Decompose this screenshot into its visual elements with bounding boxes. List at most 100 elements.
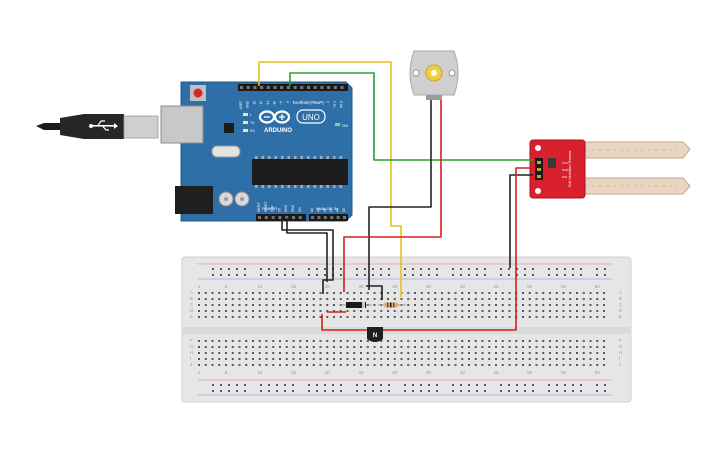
breadboard-hole[interactable] xyxy=(562,352,565,354)
breadboard-hole[interactable] xyxy=(528,346,531,348)
breadboard-hole[interactable] xyxy=(319,298,322,300)
rail-hole[interactable] xyxy=(556,274,558,276)
breadboard-hole[interactable] xyxy=(380,310,383,312)
breadboard-hole[interactable] xyxy=(366,310,369,312)
breadboard-hole[interactable] xyxy=(522,352,524,354)
breadboard-hole[interactable] xyxy=(292,346,295,348)
breadboard-hole[interactable] xyxy=(265,304,268,306)
breadboard-hole[interactable] xyxy=(299,352,302,354)
breadboard-hole[interactable] xyxy=(576,340,578,342)
rail-hole[interactable] xyxy=(532,268,534,270)
digital-pin[interactable] xyxy=(240,86,243,89)
breadboard-hole[interactable] xyxy=(218,310,221,312)
breadboard-hole[interactable] xyxy=(393,292,396,294)
rail-hole[interactable] xyxy=(412,384,414,386)
breadboard-hole[interactable] xyxy=(265,364,268,366)
breadboard-hole[interactable] xyxy=(373,304,376,306)
rail-hole[interactable] xyxy=(468,384,470,386)
breadboard-hole[interactable] xyxy=(252,346,254,348)
breadboard-hole[interactable] xyxy=(569,298,572,300)
rail-hole[interactable] xyxy=(428,274,430,276)
breadboard-hole[interactable] xyxy=(441,364,443,366)
rail-hole[interactable] xyxy=(596,268,598,270)
breadboard-hole[interactable] xyxy=(589,340,592,342)
breadboard-hole[interactable] xyxy=(299,298,302,300)
breadboard-hole[interactable] xyxy=(488,292,491,294)
breadboard-hole[interactable] xyxy=(366,340,369,342)
breadboard-hole[interactable] xyxy=(312,358,315,360)
breadboard-hole[interactable] xyxy=(258,316,261,318)
rail-hole[interactable] xyxy=(420,274,422,276)
breadboard-hole[interactable] xyxy=(474,316,477,318)
breadboard-hole[interactable] xyxy=(373,364,376,366)
breadboard-hole[interactable] xyxy=(306,340,308,342)
breadboard-hole[interactable] xyxy=(204,364,207,366)
breadboard-hole[interactable] xyxy=(427,298,430,300)
rail-hole[interactable] xyxy=(284,274,286,276)
breadboard-hole[interactable] xyxy=(488,346,491,348)
rail-hole[interactable] xyxy=(564,274,566,276)
rail-hole[interactable] xyxy=(308,268,310,270)
breadboard-hole[interactable] xyxy=(265,298,268,300)
breadboard-hole[interactable] xyxy=(306,352,308,354)
breadboard-hole[interactable] xyxy=(211,310,214,312)
digital-pin[interactable] xyxy=(307,86,310,89)
rail-hole[interactable] xyxy=(564,384,566,386)
breadboard-hole[interactable] xyxy=(427,316,430,318)
breadboard-hole[interactable] xyxy=(407,298,410,300)
breadboard-hole[interactable] xyxy=(225,304,227,306)
breadboard-hole[interactable] xyxy=(589,358,592,360)
breadboard-hole[interactable] xyxy=(447,316,450,318)
breadboard-hole[interactable] xyxy=(346,364,349,366)
breadboard-hole[interactable] xyxy=(339,364,342,366)
rail-hole[interactable] xyxy=(484,268,486,270)
breadboard-hole[interactable] xyxy=(225,340,227,342)
breadboard-hole[interactable] xyxy=(245,304,248,306)
breadboard-hole[interactable] xyxy=(400,364,403,366)
rail-hole[interactable] xyxy=(236,390,238,392)
breadboard-hole[interactable] xyxy=(501,316,504,318)
rail-hole[interactable] xyxy=(596,384,598,386)
breadboard-hole[interactable] xyxy=(279,304,281,306)
rail-hole[interactable] xyxy=(604,274,606,276)
breadboard-hole[interactable] xyxy=(366,358,369,360)
rail-hole[interactable] xyxy=(404,390,406,392)
breadboard-hole[interactable] xyxy=(245,346,248,348)
rail-hole[interactable] xyxy=(500,274,502,276)
breadboard-hole[interactable] xyxy=(501,292,504,294)
breadboard-hole[interactable] xyxy=(549,292,551,294)
breadboard-hole[interactable] xyxy=(414,340,416,342)
breadboard-hole[interactable] xyxy=(252,352,254,354)
breadboard-hole[interactable] xyxy=(225,346,227,348)
breadboard-hole[interactable] xyxy=(508,316,511,318)
breadboard-hole[interactable] xyxy=(596,352,599,354)
breadboard-hole[interactable] xyxy=(258,352,261,354)
breadboard-hole[interactable] xyxy=(333,352,335,354)
breadboard-hole[interactable] xyxy=(238,304,241,306)
breadboard-hole[interactable] xyxy=(211,346,214,348)
breadboard-hole[interactable] xyxy=(400,310,403,312)
rail-hole[interactable] xyxy=(372,268,374,270)
breadboard-hole[interactable] xyxy=(596,364,599,366)
breadboard-hole[interactable] xyxy=(461,304,464,306)
breadboard-hole[interactable] xyxy=(400,358,403,360)
rail-hole[interactable] xyxy=(452,390,454,392)
breadboard-hole[interactable] xyxy=(468,340,470,342)
breadboard-hole[interactable] xyxy=(495,298,497,300)
breadboard-hole[interactable] xyxy=(454,310,457,312)
breadboard-hole[interactable] xyxy=(420,298,423,300)
rail-hole[interactable] xyxy=(460,268,462,270)
breadboard-hole[interactable] xyxy=(441,298,443,300)
breadboard-hole[interactable] xyxy=(198,352,200,354)
breadboard-hole[interactable] xyxy=(576,298,578,300)
rail-hole[interactable] xyxy=(572,274,574,276)
breadboard-hole[interactable] xyxy=(481,310,484,312)
breadboard-hole[interactable] xyxy=(447,340,450,342)
breadboard-hole[interactable] xyxy=(461,292,464,294)
breadboard-hole[interactable] xyxy=(312,304,315,306)
breadboard-hole[interactable] xyxy=(387,364,389,366)
breadboard-hole[interactable] xyxy=(198,316,200,318)
rail-hole[interactable] xyxy=(548,274,550,276)
breadboard-hole[interactable] xyxy=(441,316,443,318)
breadboard-hole[interactable] xyxy=(582,346,585,348)
